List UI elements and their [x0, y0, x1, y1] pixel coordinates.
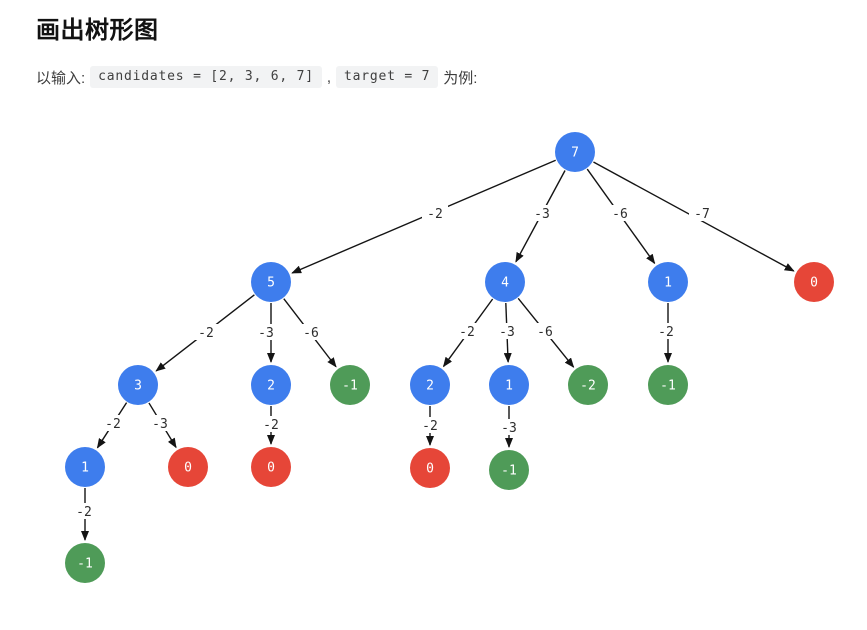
edge-label-backdrop: [494, 323, 520, 339]
edge-label: -2: [427, 207, 443, 222]
tree-node-label: 2: [426, 379, 434, 394]
edge-label-backdrop: [689, 205, 715, 221]
tree-node-label: -1: [77, 557, 93, 572]
intro-suffix: 为例:: [443, 69, 478, 87]
tree-node-label: 1: [81, 461, 89, 476]
edge-label-backdrop: [71, 503, 97, 519]
tree-node: [251, 262, 291, 302]
edge-label-backdrop: [422, 205, 448, 221]
tree-node: [330, 365, 370, 405]
tree-node: [568, 365, 608, 405]
edge-label-backdrop: [258, 416, 284, 432]
tree-node: [65, 447, 105, 487]
tree-node-label: 0: [267, 461, 275, 476]
tree-node: [410, 365, 450, 405]
edge-label-backdrop: [454, 323, 480, 339]
tree-node: [65, 543, 105, 583]
edge-label: -6: [612, 207, 628, 222]
page-title: 画出树形图: [36, 17, 159, 44]
edge-label: -7: [694, 207, 710, 222]
edge-label-backdrop: [100, 415, 126, 431]
edge-label: -3: [258, 326, 274, 341]
code-chip-candidates: candidates = [2, 3, 6, 7]: [90, 66, 322, 88]
tree-node: [794, 262, 834, 302]
intro-prefix: 以输入:: [36, 69, 86, 87]
tree-node: [118, 365, 158, 405]
tree-node: [648, 365, 688, 405]
edge-label-backdrop: [193, 324, 219, 340]
tree-node: [555, 132, 595, 172]
tree-node-label: 0: [426, 462, 434, 477]
edge-label-backdrop: [496, 419, 522, 435]
edge-label-backdrop: [253, 324, 279, 340]
edge-label: -2: [263, 418, 279, 433]
edge-label-backdrop: [529, 205, 555, 221]
edge-label: -3: [152, 417, 168, 432]
edge-label-backdrop: [607, 205, 633, 221]
edge-label-backdrop: [653, 323, 679, 339]
tree-node: [648, 262, 688, 302]
tree-node-label: 1: [505, 379, 513, 394]
code-chip-target: target = 7: [336, 66, 439, 88]
tree-node-label: -1: [501, 464, 517, 479]
edge-label: -2: [658, 325, 674, 340]
tree-node-label: 2: [267, 379, 275, 394]
tree-node: [410, 448, 450, 488]
tree-node-label: 5: [267, 276, 275, 291]
tree-node: [489, 450, 529, 490]
edge-label: -2: [422, 419, 438, 434]
edge-label: -2: [198, 326, 214, 341]
tree-node: [485, 262, 525, 302]
tree-node-label: 3: [134, 379, 142, 394]
tree-node-label: -1: [660, 379, 676, 394]
edge-label-backdrop: [417, 417, 443, 433]
edge-label-backdrop: [147, 415, 173, 431]
tree-node: [168, 447, 208, 487]
tree-node-label: 1: [664, 276, 672, 291]
edge-label-backdrop: [532, 323, 558, 339]
edge-label: -3: [499, 325, 515, 340]
tree-node-label: -2: [580, 379, 596, 394]
edge-label: -3: [534, 207, 550, 222]
intro-separator: ,: [326, 68, 332, 86]
edge-label: -2: [76, 505, 92, 520]
edge-label: -6: [303, 326, 319, 341]
tree-node: [251, 447, 291, 487]
edge-label: -6: [537, 325, 553, 340]
tree-node-label: 7: [571, 146, 579, 161]
tree-node-label: 0: [184, 461, 192, 476]
edge-labels-layer: -2 -3 -6 -7 -2 -3 -6 -2 -3 -6 -2 -2 -3 -2 -2 -3 -2: [71, 205, 715, 520]
tree-node-label: 0: [810, 276, 818, 291]
tree-node-label: -1: [342, 379, 358, 394]
edge-label-backdrop: [298, 324, 324, 340]
edge-label: -3: [501, 421, 517, 436]
edge-label: -2: [459, 325, 475, 340]
tree-node: [489, 365, 529, 405]
tree-node-label: 4: [501, 276, 509, 291]
tree-node: [251, 365, 291, 405]
edge-label: -2: [105, 417, 121, 432]
intro-line: 以输入: candidates = [2, 3, 6, 7] , target …: [36, 64, 477, 90]
nodes-layer: 7 5 4 1 0 3 2 -1 2 1 -2 -1 1 0 0 0 -1 -1: [65, 132, 834, 583]
